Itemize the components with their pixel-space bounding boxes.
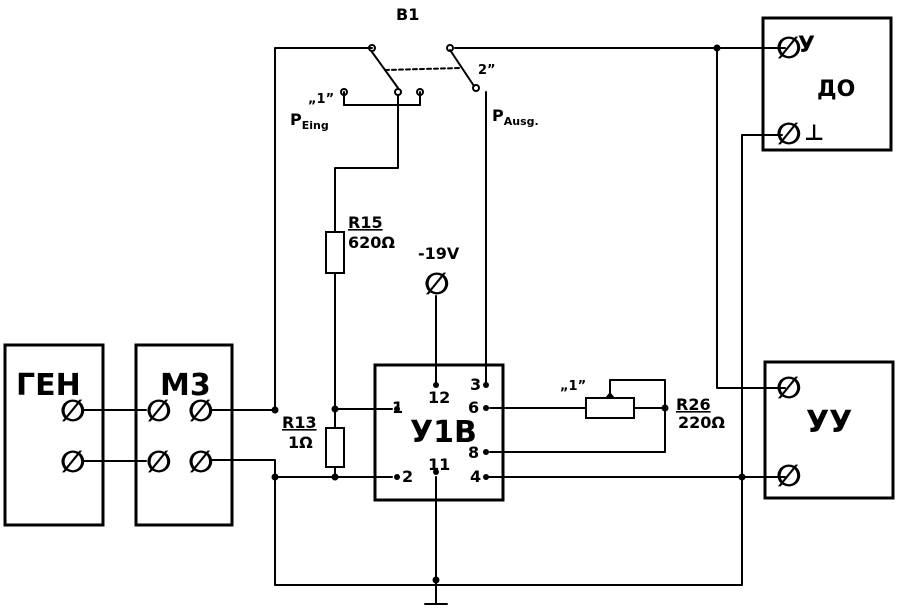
r26-name: R26 (676, 395, 711, 414)
p-in-label: PEing (290, 110, 329, 132)
pin-label-8: 8 (468, 443, 479, 462)
switch-lever-2 (449, 49, 475, 87)
yy-block (763, 360, 895, 500)
pin-dot-8 (483, 449, 489, 455)
gen-terminal-bottom: ∅ (60, 445, 86, 480)
m3-terminal-in-top: ∅ (146, 394, 172, 429)
wire-top-to-yy (716, 47, 786, 389)
pin-label-3: 3 (470, 375, 481, 394)
switch-contact-common-2 (446, 44, 454, 52)
generator-label: ГЕН (16, 368, 81, 403)
r13-value: 1Ω (288, 433, 313, 452)
junction-dot (271, 406, 279, 414)
do-terminal-ground: ∅ (776, 117, 802, 152)
gen-terminal-top: ∅ (60, 394, 86, 429)
m3-terminal-in-bottom: ∅ (146, 445, 172, 480)
r26-value: 220Ω (678, 413, 725, 432)
pin-dot-6 (483, 405, 489, 411)
yy-terminal-bottom: ∅ (776, 459, 802, 494)
r15-name: R15 (348, 213, 383, 232)
pin-dot-11 (433, 469, 439, 475)
junction-dot (271, 473, 279, 481)
supply-terminal: ∅ (424, 267, 450, 302)
switch-contact-in-a (340, 88, 348, 96)
r26-wiper-arrow (605, 392, 615, 398)
p-out-label: PAusg. (492, 106, 539, 128)
resistor-r13 (325, 427, 345, 468)
do-ground-label: ⊥ (804, 121, 824, 146)
switch-contact-common-1 (368, 44, 376, 52)
do-label: ДО (817, 77, 855, 102)
wire-r26-wiper-loop (489, 379, 666, 453)
junction-dot (738, 473, 746, 481)
r15-value: 620Ω (348, 233, 395, 252)
wire-switch-to-r15 (334, 94, 399, 233)
pin-label-12: 12 (428, 388, 450, 407)
wire-ground-loop (211, 134, 783, 586)
amplifier-label: У1В (410, 415, 477, 450)
wire-m3-to-switch (211, 47, 373, 411)
r13-name: R13 (282, 413, 317, 432)
switch-label: B1 (396, 5, 419, 24)
junction-dot (331, 405, 339, 413)
pin-dot-1 (394, 406, 400, 412)
pin-dot-3 (483, 382, 489, 388)
do-block (761, 16, 893, 152)
switch-contact-out (472, 84, 480, 92)
do-terminal-y: ∅ (776, 31, 802, 66)
yy-label: УУ (806, 405, 852, 440)
switch-position-1: „1” (308, 92, 334, 107)
resistor-r26 (585, 397, 635, 419)
m3-label: М3 (160, 368, 211, 403)
yy-terminal-top: ∅ (776, 371, 802, 406)
pin-label-6: 6 (468, 398, 479, 417)
generator-block (3, 343, 105, 527)
m3-terminal-out-top: ∅ (188, 394, 214, 429)
m3-block (134, 343, 234, 527)
junction-dot (432, 576, 440, 584)
switch-position-2: 2” (478, 63, 496, 78)
junction-dot (661, 404, 669, 412)
pin-label-2: 2 (402, 467, 413, 486)
junction-dot (713, 44, 721, 52)
pin-dot-4 (483, 474, 489, 480)
pin-label-1: 1 (392, 398, 403, 417)
switch-contact-in-c (416, 88, 424, 96)
pin-dot-12 (433, 382, 439, 388)
switch-contact-in-b (394, 88, 402, 96)
r26-position: „1” (560, 379, 586, 394)
junction-dot (331, 473, 339, 481)
supply-label: -19V (418, 244, 460, 263)
resistor-r15 (325, 231, 345, 274)
pin-dot-2 (394, 474, 400, 480)
pin-label-4: 4 (470, 467, 481, 486)
switch-linkage (384, 67, 461, 71)
do-y-label: У (798, 33, 815, 58)
pin-label-11: 11 (428, 455, 450, 474)
wiring (83, 47, 786, 605)
m3-terminal-out-bottom: ∅ (188, 445, 214, 480)
